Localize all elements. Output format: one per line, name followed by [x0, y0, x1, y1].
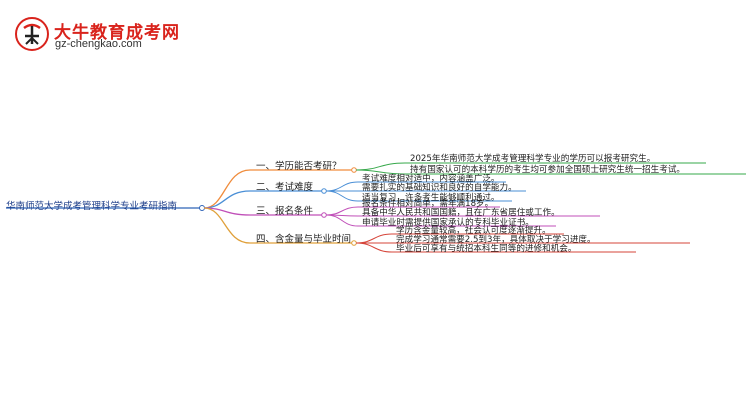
branch-value-graduation: 四、含金量与毕业时间 — [256, 234, 352, 245]
branch-registration-requirements: 三、报名条件 — [256, 206, 314, 217]
leaf-3-2: 具备中华人民共和国国籍，且在广东省居住或工作。 — [362, 208, 560, 218]
leaf-4-2: 完成学习通常需要2.5到3年，具体取决于学习进度。 — [396, 235, 596, 245]
leaf-2-2: 需要扎实的基础知识和良好的自学能力。 — [362, 183, 517, 193]
brand-logo — [15, 17, 49, 51]
brand-url: gz-chengkao.com — [55, 38, 142, 50]
branch-education-eligibility: 一、学历能否考研？ — [256, 161, 342, 172]
branch-exam-difficulty: 二、考试难度 — [256, 182, 314, 193]
leaf-3-3: 申请毕业时需提供国家承认的专科毕业证书。 — [362, 218, 534, 228]
mindmap-root: 华南师范大学成考管理科学专业考研指南 — [6, 201, 178, 212]
leaf-2-3: 适当复习，许多考生能够顺利通过。 — [362, 193, 500, 203]
leaf-1-2: 持有国家认可的本科学历的考生均可参加全国硕士研究生统一招生考试。 — [410, 165, 686, 175]
leaf-3-1: 报名条件相对简单，需年满18岁。 — [362, 199, 494, 209]
brand-title: 大牛教育成考网 — [54, 23, 180, 43]
leaf-1-1: 2025年华南师范大学成考管理科学专业的学历可以报考研究生。 — [410, 154, 656, 164]
leaf-4-1: 学历含金量较高，社会认可度逐渐提升。 — [396, 226, 551, 236]
leaf-2-1: 考试难度相对适中，内容涵盖广泛。 — [362, 174, 500, 184]
leaf-4-3: 毕业后可享有与统招本科生同等的进修和机会。 — [396, 244, 577, 254]
